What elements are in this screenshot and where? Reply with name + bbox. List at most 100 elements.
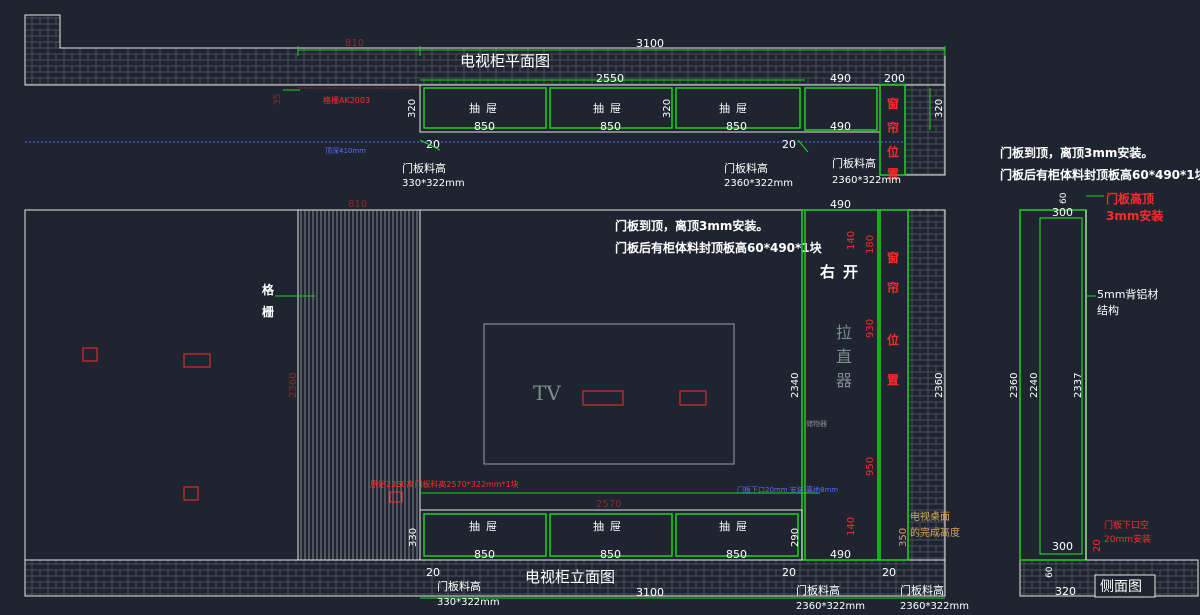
outlet-3 [183,486,199,501]
elevation-curtain-1: 窗 [887,250,899,265]
side-note-2: 门板后有柜体料封顶板高60*490*1块 [1000,167,1200,182]
outlet-2 [183,353,211,368]
plan-drawer-width-3: 850 [726,120,747,133]
plan-drawer-3: 抽屉 [719,101,753,115]
elevation-device-3: 器 [836,371,852,390]
side-red-bottom-1: 门板下口空 [1104,519,1149,531]
elevation-dim-350: 350 [898,528,909,547]
plan-drawer-width-2: 850 [600,120,621,133]
elevation-drawer-2: 抽屉 [593,519,627,533]
plan-curtain-2: 帘 [887,120,899,135]
elevation-device-1: 拉 [836,323,852,342]
side-title: 侧面图 [1100,579,1142,595]
plan-drawer-1: 抽屉 [469,101,503,115]
plan-door-note-1: 门板料高 [402,161,446,175]
elevation-bottom-note-1: 门板料高 [437,579,481,593]
elevation-drawer-width-1: 850 [474,548,495,561]
elevation-blue-note: 门板下口20mm 安装 离地8mm [737,485,838,494]
plan-curtain-1: 窗 [887,96,899,111]
elevation-desk-note-2: 的完成高度 [910,526,960,539]
outlet-1 [82,347,98,362]
side-red-top-1: 门板高顶 [1106,191,1154,206]
elevation-drawer-width-2: 850 [600,548,621,561]
plan-door-note-2-size: 2360*322mm [724,178,793,189]
elevation-drawer-width-3: 850 [726,548,747,561]
plan-gap-2: 20 [782,138,796,151]
side-dim-top: 300 [1052,206,1073,219]
plan-dim-curtain: 200 [884,72,905,85]
elevation-grille [297,209,421,561]
tv-screen [483,323,735,465]
curtain-column [879,209,909,561]
plan-dim-right: 490 [830,72,851,85]
elevation-note-2: 门板后有柜体料封顶板高60*490*1块 [615,240,823,255]
elevation-bottom-note-2: 门板料高 [796,583,840,597]
plan-wall-right [904,84,946,176]
side-dim-60b: 60 [1045,566,1055,578]
elevation-dim-2340: 2340 [790,373,801,398]
plan-blue-note: 顶深410mm [325,146,366,155]
side-dim-60a: 60 [1059,192,1069,204]
tv-label: TV [533,381,561,405]
elevation-small-device: 储物器 [806,419,827,428]
elevation-dim-2570: 2570 [596,499,621,510]
side-view: 门板到顶，离顶3mm安装。 门板后有柜体料封顶板高60*490*1块 300 3… [1000,145,1200,598]
plan-title: 电视柜平面图 [460,52,550,70]
elevation-red-left-note: 原始2360高门板料高2570*322mm*1块 [370,479,519,489]
elevation-dim-right-bottom: 490 [830,548,851,561]
plan-depth-right: 320 [934,99,945,118]
elevation-gap-1: 20 [426,566,440,579]
elevation-grille-label-2: 栅 [262,304,274,319]
elevation-dim-grille: 810 [348,199,367,210]
side-struct-1: 5mm背铝材 [1097,287,1158,301]
elevation-curtain-2: 帘 [887,280,899,295]
side-dim-2337: 2337 [1073,373,1084,398]
elevation-dim-height-left: 2360 [288,373,299,398]
outlet-4 [582,390,624,406]
side-title-box [1094,574,1156,598]
tall-cabinet [801,209,879,561]
plan-depth-left: 320 [407,99,418,118]
elevation-floor [24,559,946,597]
elevation-curtain-3: 位 [887,332,899,347]
elevation-curtain-4: 置 [887,373,899,387]
elevation-bottom-note-2-size: 2360*322mm [796,601,865,612]
plan-drawer-2: 抽屉 [593,101,627,115]
side-note-1: 门板到顶，离顶3mm安装。 [1000,145,1153,160]
elevation-bottom-note-1-size: 330*322mm [437,597,500,608]
plan-dim-cabinet: 2550 [596,72,624,85]
plan-red-note: 格栅AK2003 [323,95,370,105]
side-dim-2240: 2240 [1029,373,1040,398]
plan-door-note-3-size: 2360*322mm [832,175,901,186]
elevation-drawer-1: 抽屉 [469,519,503,533]
elevation-view: 810 2360 格 栅 TV 门板到顶，离顶3mm安装。 门板后有柜体料封顶板… [24,198,969,612]
plan-curtain-3: 位 [887,144,899,159]
elevation-dim-290: 290 [790,528,801,547]
side-dim-2360: 2360 [1009,373,1020,398]
elevation-title: 电视柜立面图 [525,568,615,586]
side-struct-2: 结构 [1097,303,1119,317]
plan-door-note-2: 门板料高 [724,161,768,175]
elevation-bottom-note-3: 门板料高 [900,583,944,597]
elevation-dim-140a: 140 [846,231,857,250]
plan-view: 810 3100 电视柜平面图 2550 490 200 抽屉 抽屉 抽屉 85… [24,14,946,189]
side-dim-320: 320 [1055,585,1076,598]
elevation-grille-label-1: 格 [262,282,275,297]
elevation-dim-180: 180 [865,235,876,254]
plan-door-note-1-size: 330*322mm [402,178,465,189]
elevation-gap-3: 20 [882,566,896,579]
elevation-dim-2360-right: 2360 [934,373,945,398]
tv-cabinet [419,509,803,561]
side-dim-20: 20 [1092,539,1103,552]
elevation-note-1: 门板到顶，离顶3mm安装。 [615,218,768,233]
plan-dim-right-2: 490 [830,120,851,133]
elevation-right-open: 右开 [820,263,866,281]
elevation-desk-note-1: 电视桌面 [910,510,950,523]
elevation-bottom-note-3-size: 2360*322mm [900,601,969,612]
plan-curtain-4: 置 [887,167,899,181]
elevation-drawer-3: 抽屉 [719,519,753,533]
elevation-dim-950: 950 [865,457,876,476]
elevation-dim-3100: 3100 [636,586,664,599]
